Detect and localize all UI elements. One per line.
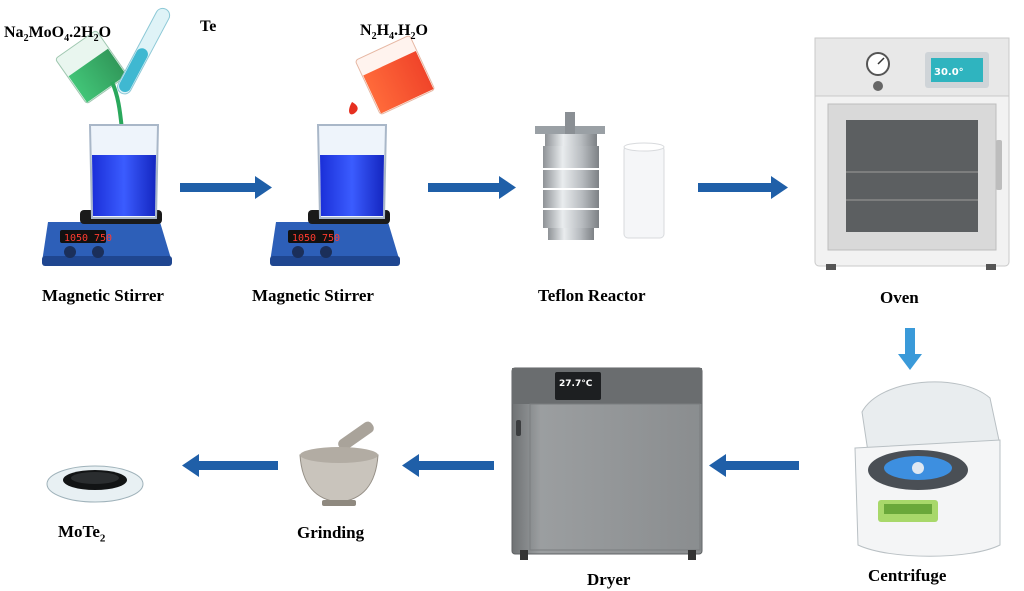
oven-display: 30.0°	[934, 67, 964, 78]
label-teflon-reactor: Teflon Reactor	[538, 286, 646, 305]
reagent-tellurium: Te	[200, 18, 217, 35]
teflon-reactor-illustration	[535, 112, 665, 240]
dropper-icon	[117, 7, 171, 95]
arrow-down-icon	[898, 328, 922, 370]
stirrer-2-display-right: 750	[322, 233, 340, 244]
stirrer-2-illustration: 1050 750	[270, 35, 435, 266]
reagent-sodium-molybdate: Na2MoO4.2H2O	[4, 24, 112, 45]
label-dryer: Dryer	[587, 570, 631, 589]
drop-icon	[349, 102, 358, 115]
stirrer-1-display-right: 750	[94, 233, 112, 244]
mortar-pestle-icon	[299, 421, 379, 506]
arrow-5-icon	[709, 454, 799, 477]
label-oven: Oven	[880, 288, 919, 307]
arrow-2-icon	[428, 176, 516, 199]
oven-illustration: 30.0°	[814, 37, 1010, 270]
label-grinding: Grinding	[297, 523, 365, 542]
label-magnetic-stirrer-2: Magnetic Stirrer	[252, 286, 374, 305]
centrifuge-illustration	[854, 381, 1001, 557]
pouring-beaker-icon	[55, 30, 128, 104]
petri-dish-icon	[46, 465, 144, 503]
arrow-7-icon	[182, 454, 278, 477]
dryer-display: 27.7°C	[559, 379, 593, 389]
stirrer-1-illustration: 1050 750	[42, 7, 172, 266]
stirrer-1-display-left: 1050	[64, 233, 88, 244]
label-magnetic-stirrer-1: Magnetic Stirrer	[42, 286, 164, 305]
reagent-hydrazine: N2H4.H2O	[360, 22, 428, 43]
label-centrifuge: Centrifuge	[868, 566, 947, 585]
arrow-6-icon	[402, 454, 494, 477]
hydrazine-beaker-icon	[355, 35, 435, 115]
stirrer-2-display-left: 1050	[292, 233, 316, 244]
arrow-1-icon	[180, 176, 272, 199]
dryer-illustration: 27.7°C	[511, 367, 703, 560]
label-mote2-product: MoTe2	[58, 522, 106, 545]
arrow-3-icon	[698, 176, 788, 199]
